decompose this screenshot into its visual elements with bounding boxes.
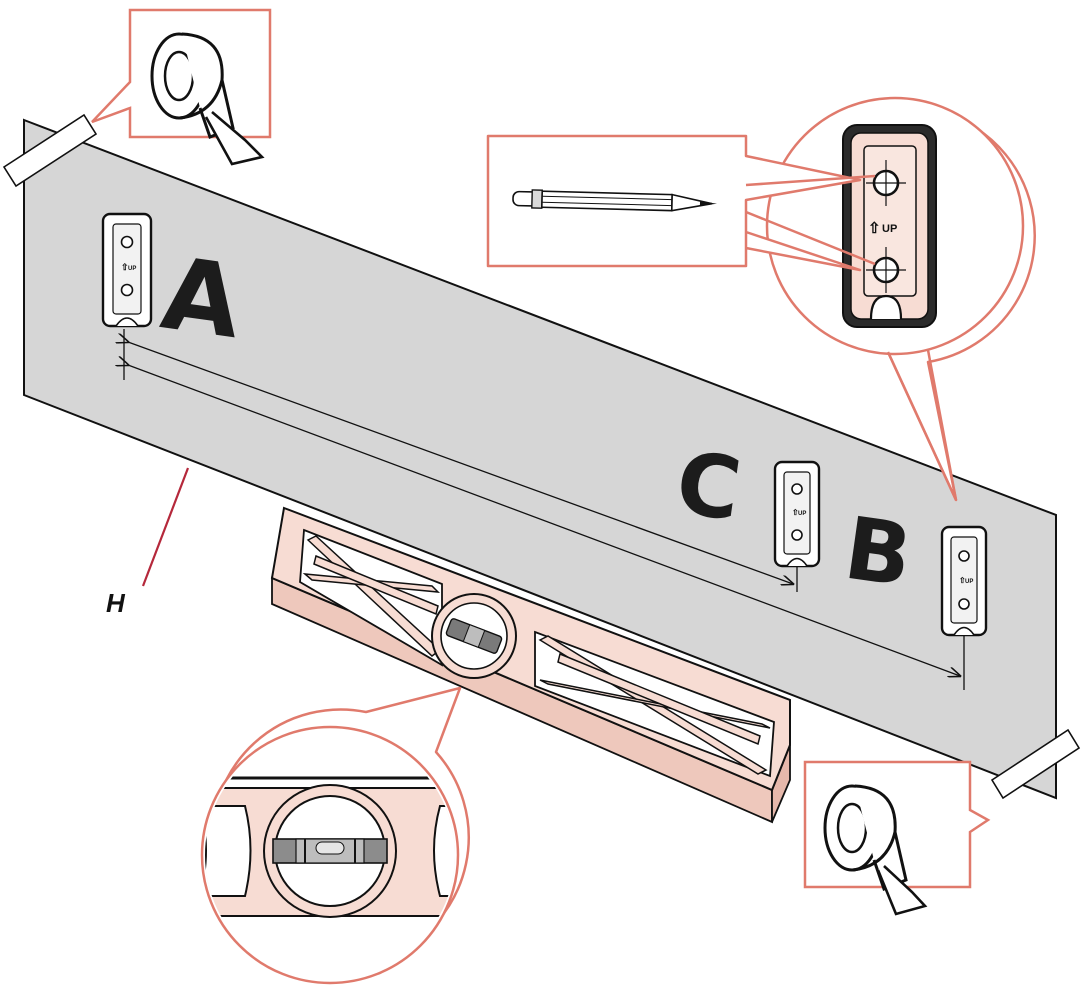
tape-strip-top-left — [2, 113, 98, 188]
tape-roll-icon — [150, 32, 265, 166]
bracket-c-up-arrow: ⇧ — [792, 508, 799, 517]
tape-roll-icon — [823, 784, 928, 916]
bracket-b-up-arrow: ⇧ — [959, 576, 966, 585]
tape-callout-top-left — [91, 8, 272, 166]
bubble-vial-icon — [272, 838, 388, 864]
bracket-b: ⇧ UP — [940, 525, 988, 637]
bracket-b-up-text: UP — [965, 579, 973, 585]
distance-line-a-b — [128, 365, 960, 676]
bracket-c: ⇧ UP — [773, 460, 821, 568]
tape-strip-bottom-right — [990, 728, 1081, 800]
bracket-a-up-text: UP — [128, 266, 136, 272]
h-leader — [141, 467, 190, 587]
bracket-detail-callout: ⇧ UP — [765, 96, 1036, 502]
label-a: A — [155, 234, 248, 361]
bracket-a: ⇧ UP — [101, 212, 153, 328]
bracket-detail-up-arrow: ⇧ — [868, 220, 881, 237]
pencil-callout — [486, 134, 876, 272]
bracket-detail-up-text: UP — [882, 223, 897, 235]
label-b: B — [839, 499, 918, 607]
spirit-level-closeup — [205, 776, 455, 918]
label-h: H — [106, 588, 126, 618]
pencil-icon — [512, 189, 717, 212]
bracket-a-up-arrow: ⇧ — [121, 262, 129, 272]
tape-callout-bottom-right — [803, 760, 991, 916]
label-c: C — [670, 433, 746, 541]
spirit-level-icon — [270, 506, 791, 824]
bracket-c-up-text: UP — [798, 511, 806, 517]
mounting-bracket-icon: ⇧ UP — [842, 124, 937, 328]
measurement-lines — [124, 329, 965, 690]
level-detail-callout — [200, 686, 470, 985]
